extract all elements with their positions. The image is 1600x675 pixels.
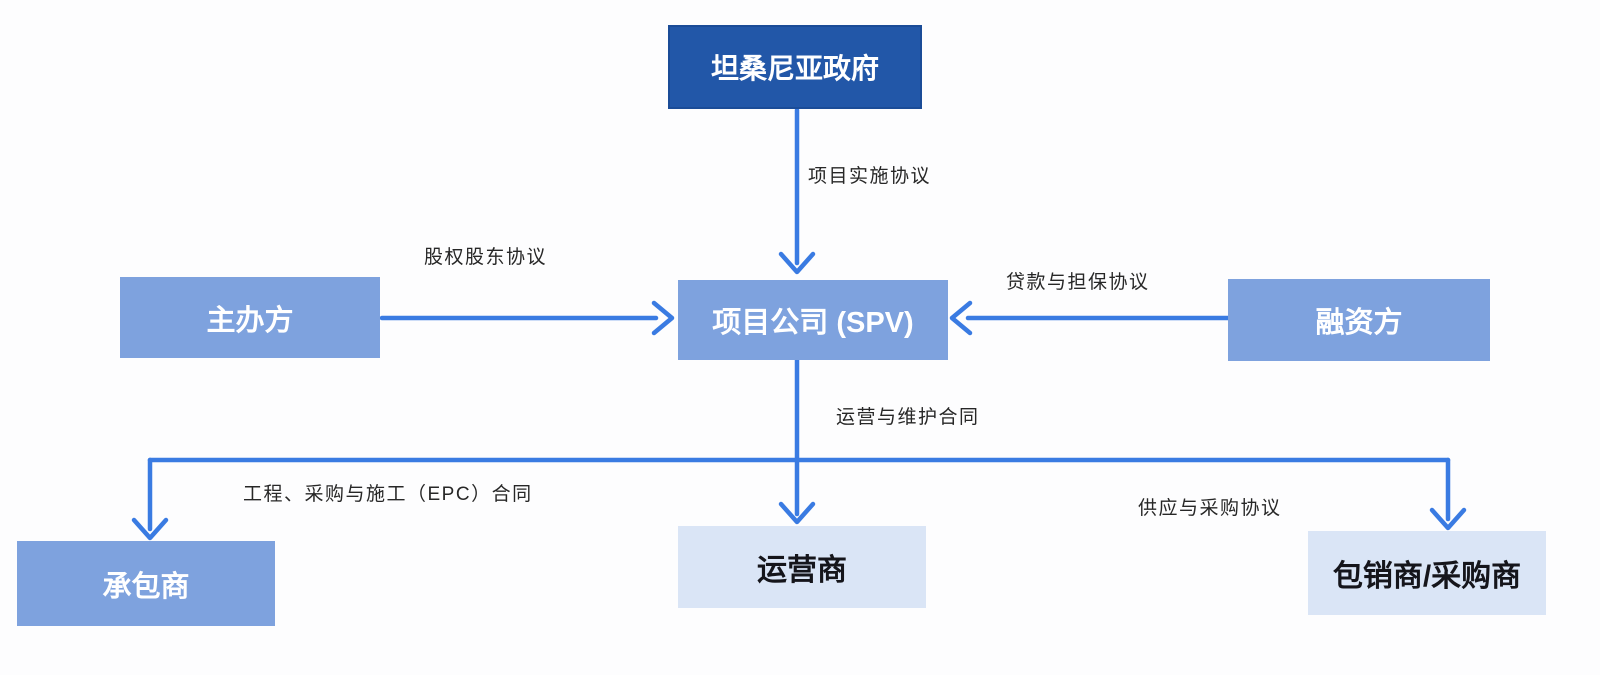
node-financier: 融资方: [1228, 279, 1490, 361]
node-contractor-label: 承包商: [102, 570, 190, 603]
node-operator: 运营商: [678, 526, 926, 608]
node-sponsor-label: 主办方: [206, 304, 294, 337]
edge-label-implementation: 项目实施协议: [808, 166, 932, 187]
node-operator-label: 运营商: [757, 554, 847, 587]
node-government-label: 坦桑尼亚政府: [710, 53, 879, 84]
edge-label-equity: 股权股东协议: [424, 247, 548, 268]
arrow-branch-to-contractor: [131, 457, 169, 541]
node-offtaker: 包销商/采购商: [1308, 531, 1546, 615]
edge-label-om: 运营与维护合同: [836, 407, 980, 428]
edge-label-epc: 工程、采购与施工（EPC）合同: [243, 484, 533, 505]
arrow-spv-to-operator: [778, 357, 816, 525]
arrow-financier-to-spv: [949, 300, 1235, 336]
edge-label-loan: 贷款与担保协议: [1006, 272, 1150, 293]
node-spv-label: 项目公司 (SPV): [712, 307, 914, 339]
node-sponsor: 主办方: [120, 277, 380, 358]
arrow-government-to-spv: [778, 107, 816, 275]
arrow-sponsor-to-spv: [379, 300, 675, 336]
node-financier-label: 融资方: [1315, 307, 1403, 339]
arrow-branch-to-offtaker: [1429, 457, 1467, 531]
node-government: 坦桑尼亚政府: [668, 25, 922, 109]
node-contractor: 承包商: [17, 541, 275, 626]
node-spv: 项目公司 (SPV): [678, 280, 948, 360]
edge-label-supply: 供应与采购协议: [1138, 498, 1282, 519]
node-offtaker-label: 包销商/采购商: [1332, 560, 1522, 593]
